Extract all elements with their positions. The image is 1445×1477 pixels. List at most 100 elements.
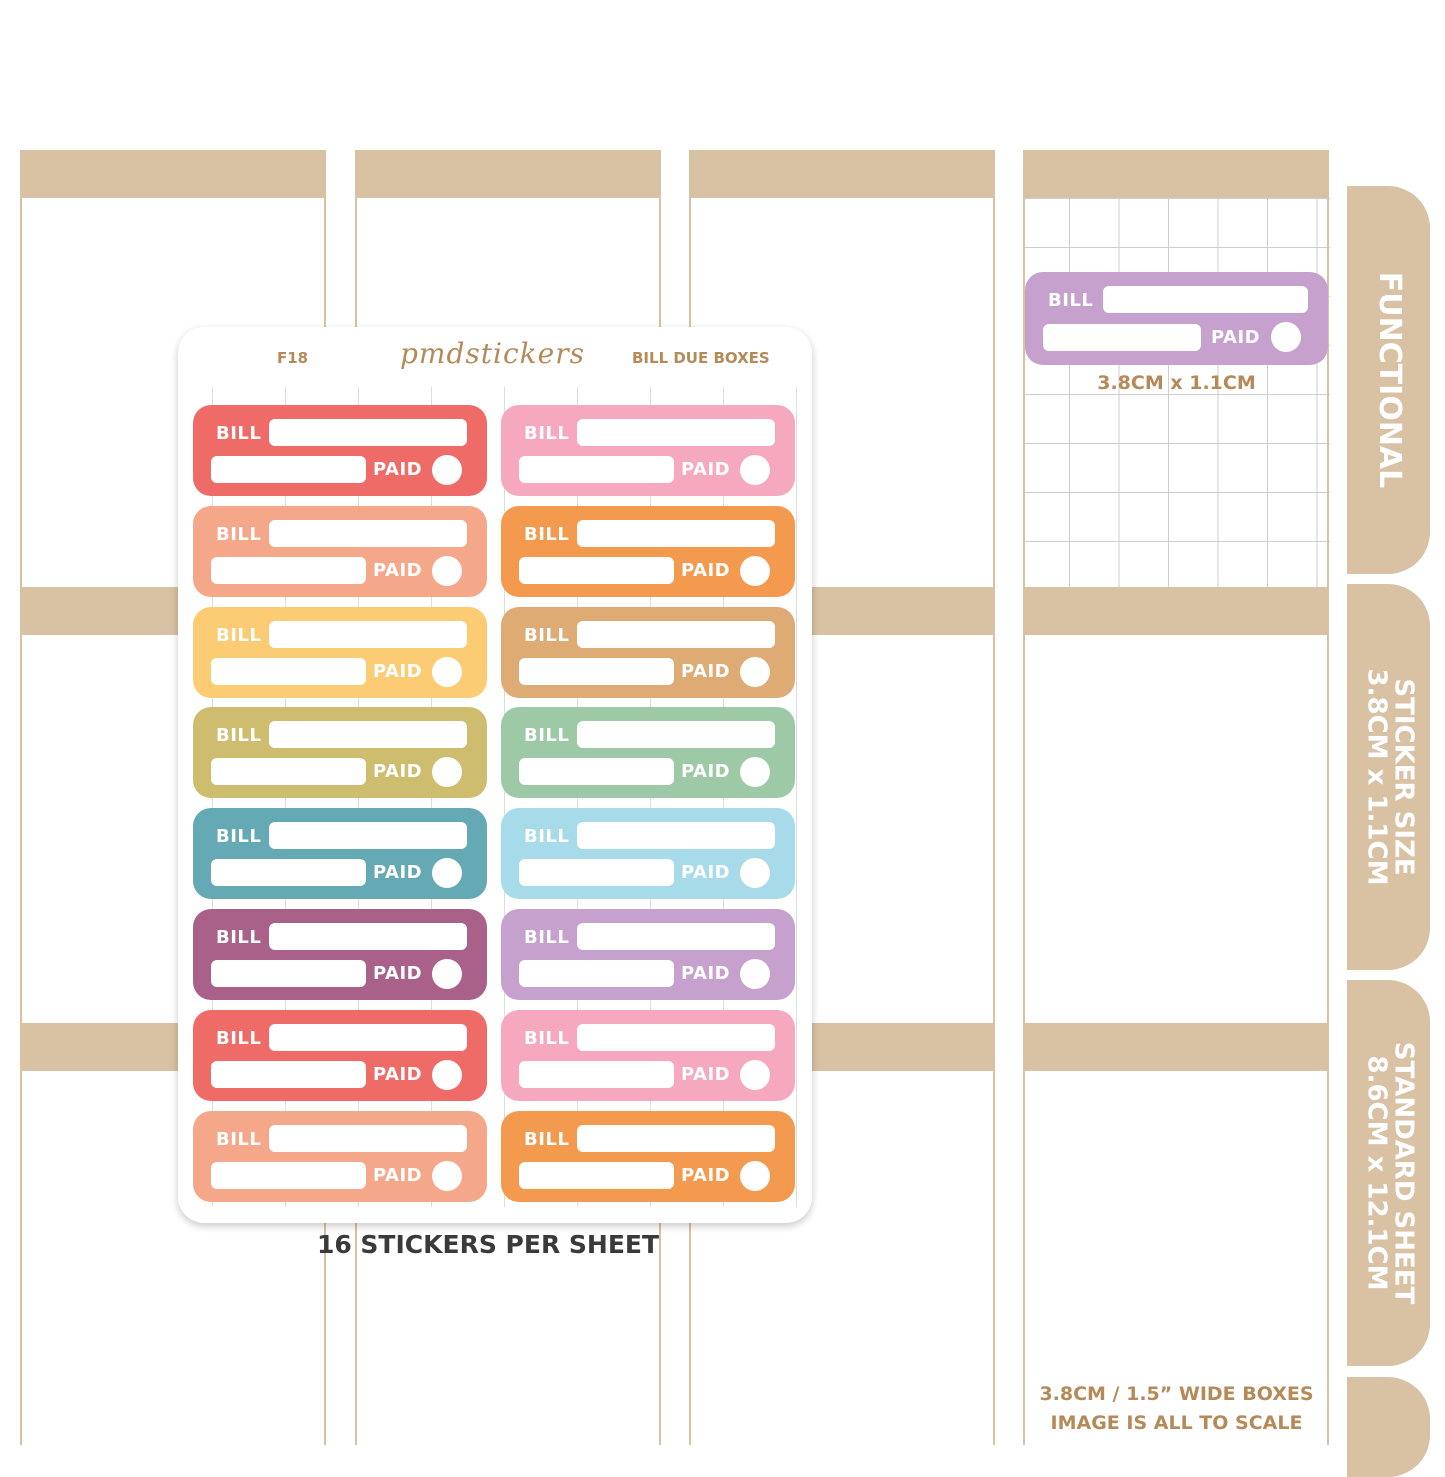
sticker-checkbox-circle <box>432 656 462 687</box>
standard-sheet-value: 8.6CM x 12.1CM <box>1360 1055 1391 1291</box>
sticker-paid-label: PAID <box>681 459 731 480</box>
tab-standard-sheet: STANDARD SHEET 8.6CM x 12.1CM <box>1347 980 1430 1366</box>
sticker-bill-line <box>577 1023 775 1051</box>
sticker-bill-line <box>269 923 467 950</box>
column-divider-band <box>1025 587 1327 635</box>
sticker-amount-line <box>211 859 366 887</box>
sticker-amount-line <box>211 1060 366 1088</box>
column-header-band <box>22 150 324 198</box>
planner-grid-section <box>1024 198 1330 588</box>
sticker-bill-line <box>269 1124 467 1152</box>
sticker-bill-label: BILL <box>216 523 262 545</box>
sticker-bill-line <box>269 822 467 850</box>
sticker-amount-line <box>519 1060 674 1088</box>
sticker-amount-line <box>211 960 366 987</box>
sticker-bill-line <box>269 620 467 648</box>
sticker-bill-label: BILL <box>216 423 262 444</box>
sticker-paid-label: PAID <box>681 963 731 984</box>
sticker-paid-label: PAID <box>1211 327 1261 348</box>
scale-note-line1: 3.8CM / 1.5” WIDE BOXES <box>1039 1383 1314 1405</box>
sticker-bill-label: BILL <box>524 523 570 545</box>
sticker-checkbox-circle <box>432 1160 462 1191</box>
sticker-paid-label: PAID <box>373 459 423 480</box>
sticker-size-value: 3.8CM x 1.1CM <box>1360 668 1391 886</box>
sticker-checkbox-circle <box>432 555 462 586</box>
sticker-checkbox-circle <box>740 1160 770 1191</box>
sticker-amount-line <box>519 456 674 483</box>
sticker-checkbox-circle <box>1271 322 1301 352</box>
sample-sticker: BILL PAID <box>1025 272 1328 365</box>
sticker-checkbox-circle <box>432 1059 462 1090</box>
sticker-paid-label: PAID <box>681 1063 731 1085</box>
bill-sticker: BILL PAID <box>193 505 487 597</box>
sticker-bill-label: BILL <box>524 423 570 444</box>
sticker-bill-label: BILL <box>524 927 570 948</box>
sticker-amount-line <box>519 758 674 786</box>
sticker-checkbox-circle <box>740 757 770 788</box>
sticker-checkbox-circle <box>432 455 462 485</box>
sticker-bill-label: BILL <box>524 725 570 747</box>
sticker-bill-line <box>269 519 467 547</box>
sticker-bill-label: BILL <box>216 1027 262 1049</box>
sheet-code: F18 <box>277 349 309 367</box>
column-header-band <box>691 150 993 198</box>
sticker-bill-label: BILL <box>216 826 262 848</box>
bill-sticker: BILL PAID <box>501 405 795 496</box>
sticker-checkbox-circle <box>432 959 462 989</box>
sticker-paid-label: PAID <box>681 1164 731 1186</box>
bill-sticker: BILL PAID <box>501 1009 795 1101</box>
sticker-amount-line <box>519 657 674 685</box>
sticker-checkbox-circle <box>740 656 770 687</box>
sticker-amount-line <box>519 859 674 887</box>
sticker-count-caption: 16 STICKERS PER SHEET <box>316 1230 660 1259</box>
sticker-bill-line <box>269 419 467 446</box>
bill-sticker: BILL PAID <box>501 909 795 1000</box>
sticker-checkbox-circle <box>740 858 770 889</box>
bill-sticker: BILL PAID <box>501 808 795 900</box>
sticker-amount-line <box>1043 324 1201 351</box>
column-header-band <box>357 150 659 198</box>
scale-note-line2: IMAGE IS ALL TO SCALE <box>1050 1412 1303 1434</box>
sticker-checkbox-circle <box>740 455 770 485</box>
sticker-size-title: STICKER SIZE <box>1387 678 1418 876</box>
sticker-checkbox-circle <box>432 757 462 788</box>
sticker-bill-label: BILL <box>216 927 262 948</box>
sticker-bill-line <box>269 721 467 749</box>
column-header-band <box>1025 150 1327 198</box>
sticker-checkbox-circle <box>740 1059 770 1090</box>
sticker-paid-label: PAID <box>373 1164 423 1186</box>
sticker-bill-line <box>577 923 775 950</box>
sticker-bill-line <box>577 721 775 749</box>
sticker-amount-line <box>211 657 366 685</box>
sticker-paid-label: PAID <box>373 963 423 984</box>
sticker-bill-label: BILL <box>524 826 570 848</box>
tab-partial <box>1347 1377 1430 1477</box>
sticker-bill-line <box>577 519 775 547</box>
sticker-paid-label: PAID <box>373 559 423 581</box>
sticker-bill-line <box>577 620 775 648</box>
brand-logo: pmdstickers <box>400 337 585 370</box>
bill-sticker: BILL PAID <box>501 1110 795 1202</box>
column-divider-band <box>1025 1023 1327 1071</box>
sticker-paid-label: PAID <box>373 1063 423 1085</box>
sticker-paid-label: PAID <box>681 862 731 884</box>
sticker-checkbox-circle <box>432 858 462 889</box>
sticker-checkbox-circle <box>740 555 770 586</box>
standard-sheet-title: STANDARD SHEET <box>1387 1041 1418 1305</box>
sticker-bill-label: BILL <box>1048 290 1094 311</box>
sticker-bill-line <box>269 1023 467 1051</box>
sticker-checkbox-circle <box>740 959 770 989</box>
tab-functional: FUNCTIONAL <box>1347 186 1430 574</box>
sticker-amount-line <box>519 556 674 584</box>
sticker-paid-label: PAID <box>373 761 423 783</box>
sticker-bill-label: BILL <box>524 1128 570 1150</box>
sticker-amount-line <box>211 556 366 584</box>
sticker-amount-line <box>519 1161 674 1189</box>
sticker-bill-label: BILL <box>524 1027 570 1049</box>
sticker-paid-label: PAID <box>681 660 731 682</box>
